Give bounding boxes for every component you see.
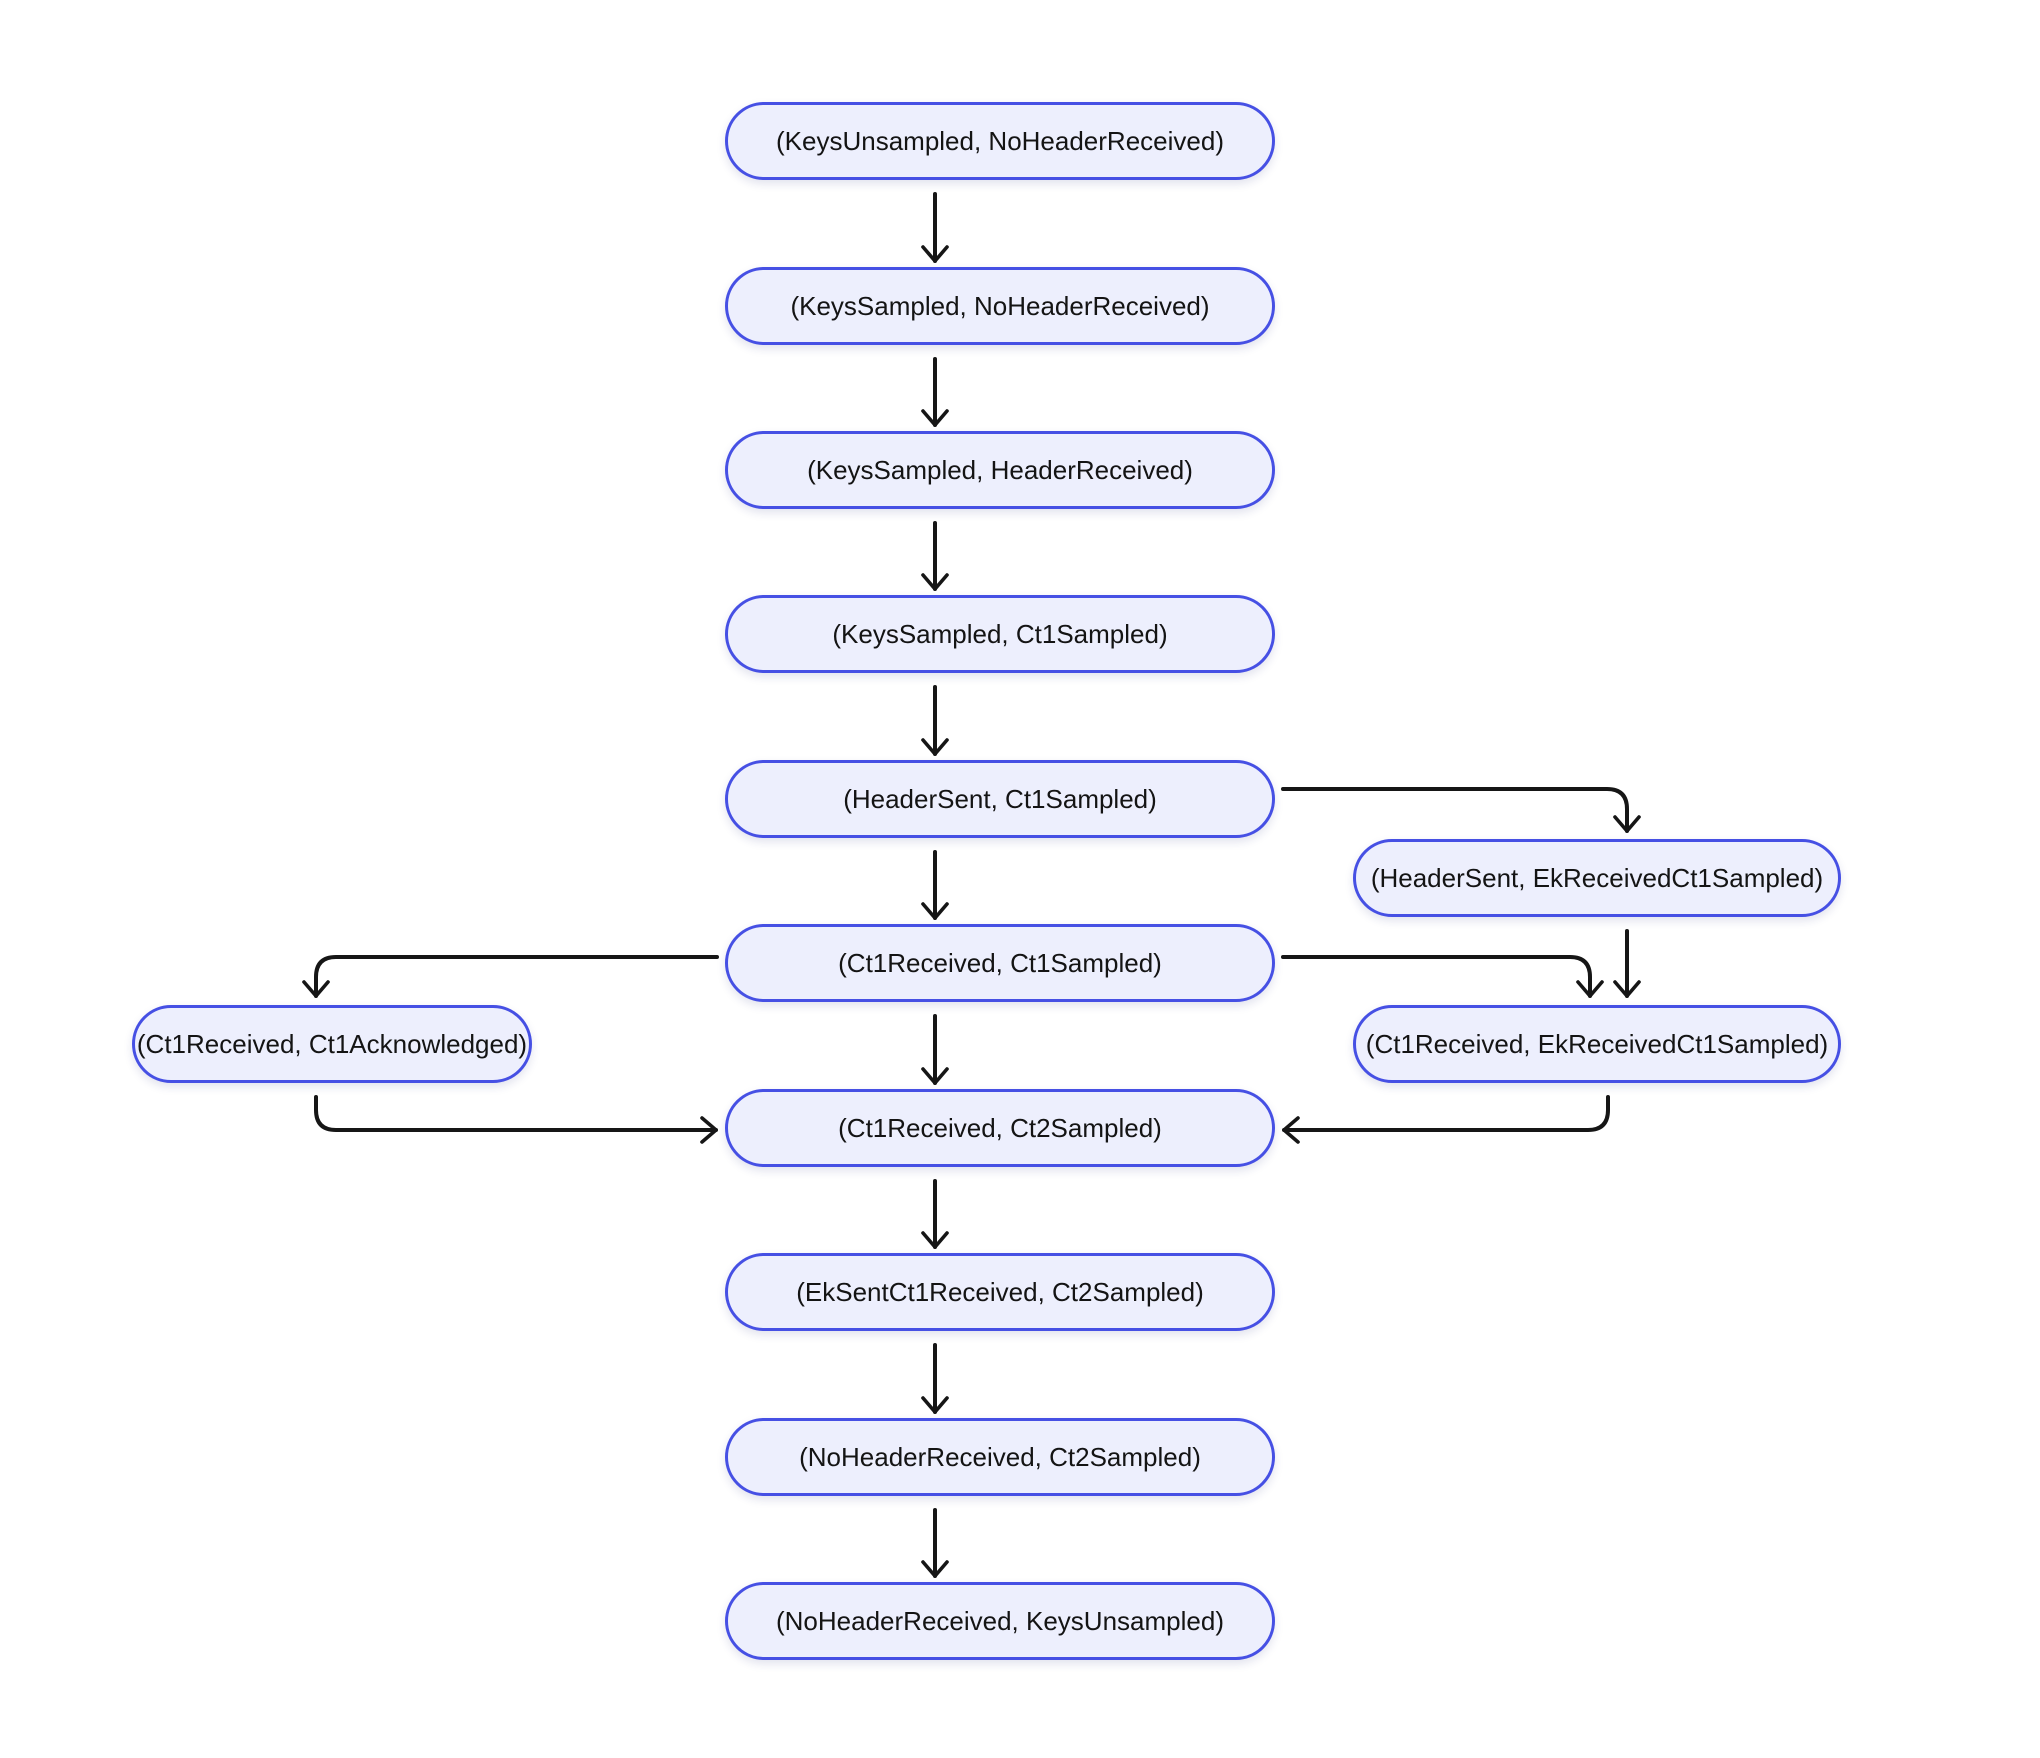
node-ct1received-ct2sampled: (Ct1Received, Ct2Sampled): [725, 1089, 1275, 1167]
edge-headersent-ct1sampled-to-headersent-ekreceivedct1sampled: [1281, 787, 1641, 833]
node-eksentct1received-ct2sampled: (EkSentCt1Received, Ct2Sampled): [725, 1253, 1275, 1331]
node-keyssampled-noheaderreceived: (KeysSampled, NoHeaderReceived): [725, 267, 1275, 345]
node-noheaderreceived-keysunsampled: (NoHeaderReceived, KeysUnsampled): [725, 1582, 1275, 1660]
edge-ct1received-ct1sampled-to-ct1received-ct1acknowledged: [302, 955, 719, 998]
node-keysunsampled-noheaderreceived: (KeysUnsampled, NoHeaderReceived): [725, 102, 1275, 180]
node-ct1received-ct1sampled: (Ct1Received, Ct1Sampled): [725, 924, 1275, 1002]
edge-ct1received-ct1sampled-to-ct1received-ekreceivedct1sampled: [1281, 955, 1604, 998]
node-headersent-ct1sampled: (HeaderSent, Ct1Sampled): [725, 760, 1275, 838]
edge-ct1received-ekreceivedct1sampled-to-ct1received-ct2sampled: [1282, 1095, 1610, 1144]
node-keyssampled-headerreceived: (KeysSampled, HeaderReceived): [725, 431, 1275, 509]
edge-ct1received-ct1acknowledged-to-ct1received-ct2sampled: [314, 1095, 718, 1144]
node-noheaderreceived-ct2sampled: (NoHeaderReceived, Ct2Sampled): [725, 1418, 1275, 1496]
node-keyssampled-ct1sampled: (KeysSampled, Ct1Sampled): [725, 595, 1275, 673]
node-ct1received-ct1acknowledged: (Ct1Received, Ct1Acknowledged): [132, 1005, 532, 1083]
node-headersent-ekreceivedct1sampled: (HeaderSent, EkReceivedCt1Sampled): [1353, 839, 1841, 917]
node-ct1received-ekreceivedct1sampled: (Ct1Received, EkReceivedCt1Sampled): [1353, 1005, 1841, 1083]
